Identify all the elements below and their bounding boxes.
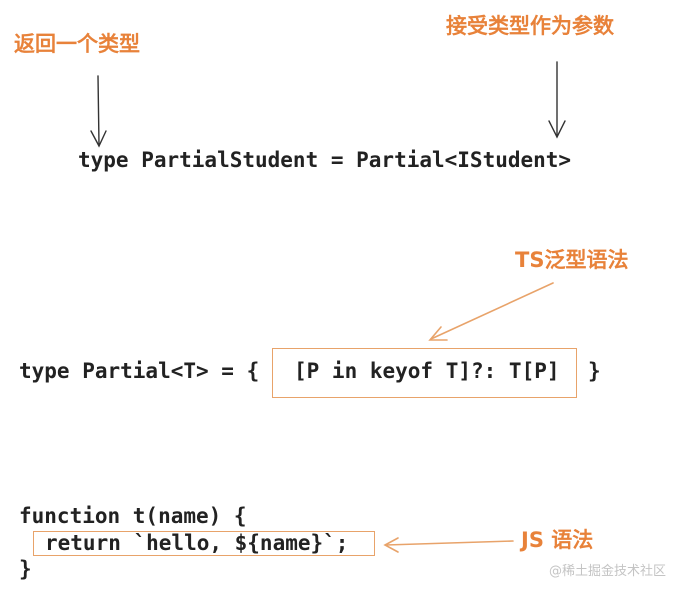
arrow-js-syntax [383,537,514,553]
annotation-returns-type: 返回一个类型 [14,32,140,56]
code-partial-def-mapped: [P in keyof T]?: T[P] [294,359,560,383]
code-function-line: function t(name) { [19,504,247,528]
mapped-type-highlight-box [272,348,577,398]
code-partial-def-suffix: } [588,359,601,383]
return-statement-highlight-box [33,531,375,556]
annotation-js-syntax: JS 语法 [521,528,594,552]
code-return-line: return `hello, ${name}`; [45,531,349,555]
code-closing-brace: } [19,557,32,581]
annotation-ts-generic-syntax: TS泛型语法 [515,248,629,272]
code-partial-def-prefix: type Partial<T> = { [19,359,260,383]
arrow-down-returns-type [90,75,107,148]
annotation-accepts-type-param: 接受类型作为参数 [446,14,614,38]
arrow-ts-generic-syntax [428,282,554,341]
watermark: @稀土掘金技术社区 [549,564,667,579]
arrow-down-accepts-type-param [548,61,566,139]
code-partial-student-line: type PartialStudent = Partial<IStudent> [78,148,572,172]
